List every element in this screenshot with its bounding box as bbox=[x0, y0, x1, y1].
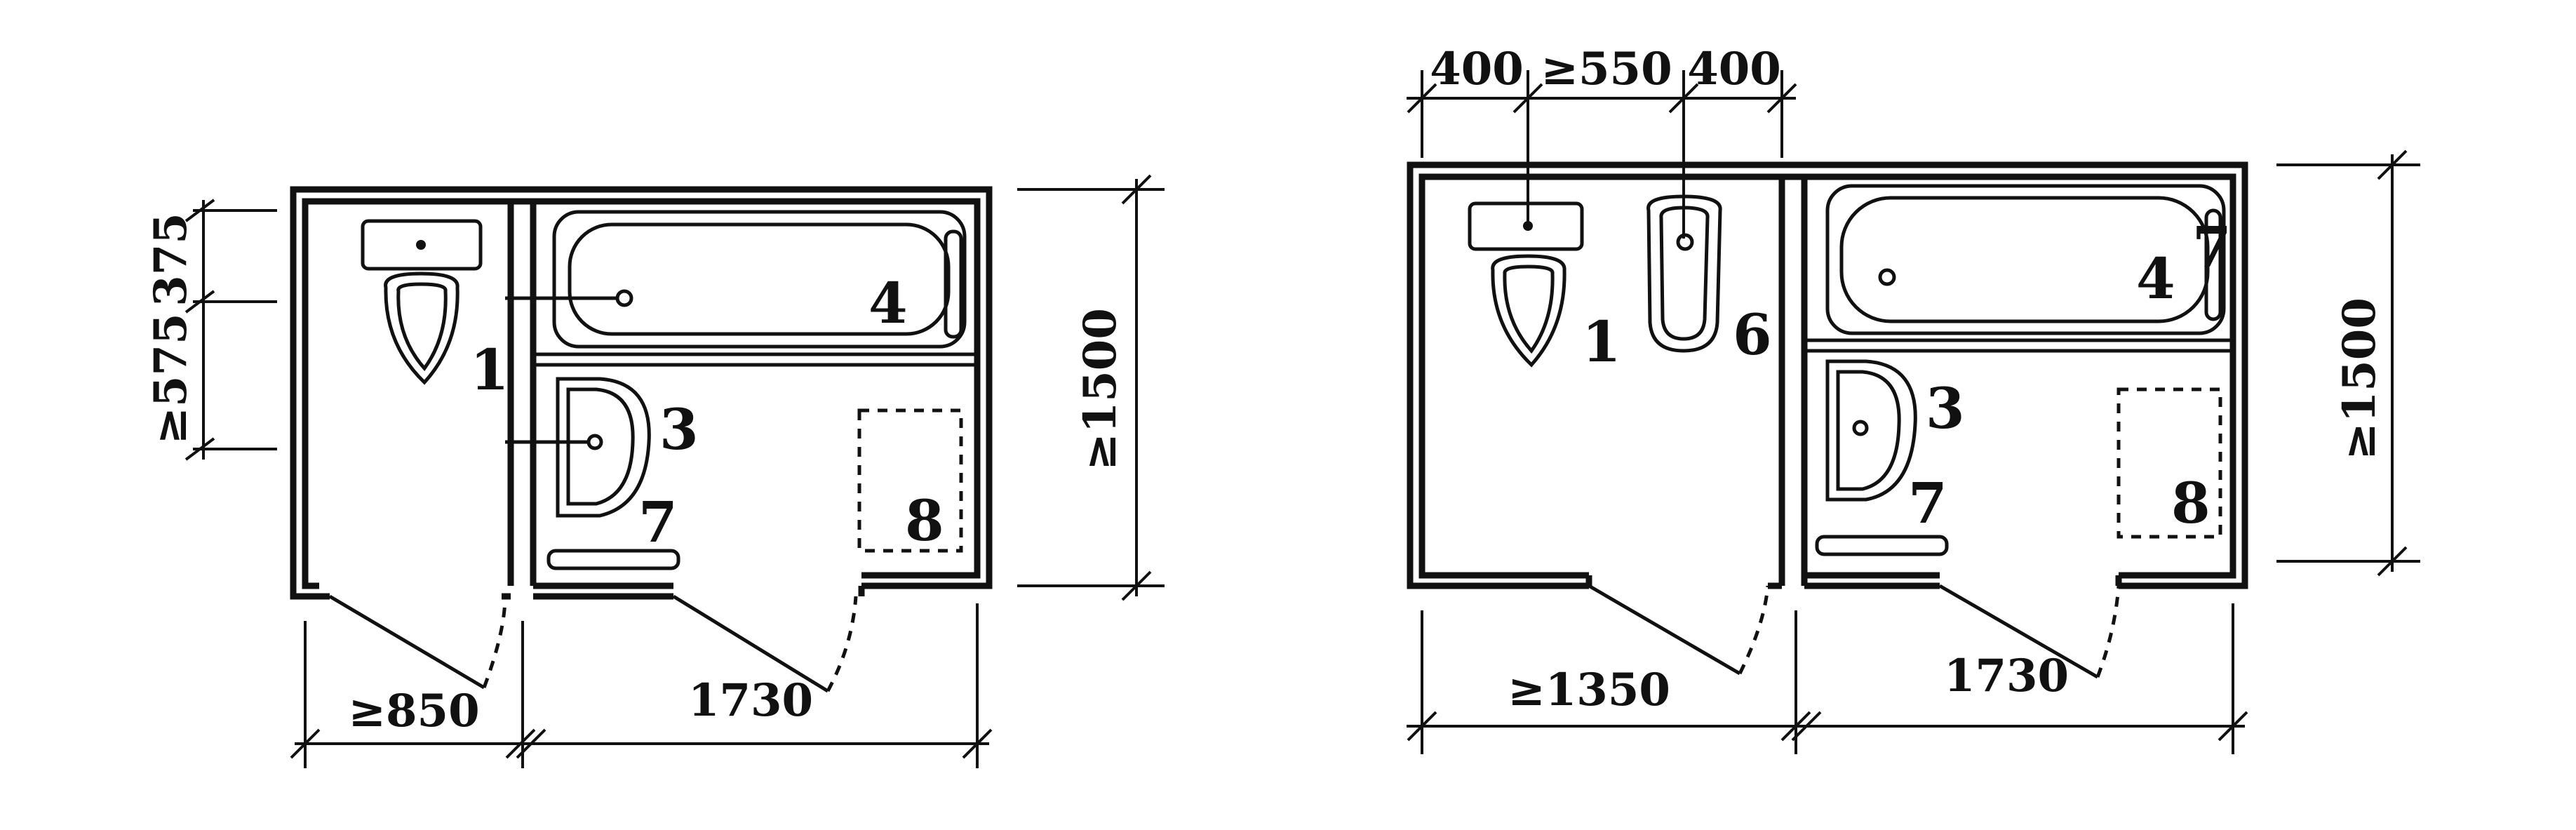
left-dim-375: 375 bbox=[145, 213, 197, 307]
left-towel-rail-icon bbox=[546, 549, 680, 570]
left-label-bathtub: 4 bbox=[868, 270, 908, 336]
right-dim-1350: ≥1350 bbox=[1508, 664, 1670, 716]
left-wc-door-arc-icon bbox=[482, 596, 507, 688]
right-dim-1500: ≥1500 bbox=[2333, 297, 2386, 460]
right-wc-door-icon bbox=[1588, 584, 1741, 676]
left-cabinet-icon bbox=[857, 408, 963, 553]
right-dim-400-b: 400 bbox=[1687, 43, 1781, 95]
left-toilet-icon bbox=[361, 219, 483, 385]
right-label-toilet: 1 bbox=[1582, 309, 1621, 375]
left-plan: 1 4 3 7 8 bbox=[145, 174, 1165, 768]
left-dim-vertical-left bbox=[185, 199, 277, 461]
right-label-bathtub: 4 bbox=[2136, 246, 2175, 312]
right-plan: 1 6 4 7 3 7 8 bbox=[1407, 43, 2420, 754]
left-label-toilet: 1 bbox=[470, 337, 509, 403]
right-washbasin-icon bbox=[1825, 359, 1917, 502]
left-label-towel-rail: 7 bbox=[638, 489, 678, 555]
right-towel-rail-icon bbox=[1815, 535, 1949, 556]
right-label-towel-rail-tub: 7 bbox=[2192, 214, 2232, 280]
right-bathtub-icon bbox=[1825, 184, 2226, 335]
left-dim-850: ≥850 bbox=[348, 685, 479, 737]
right-wc-door-arc-icon bbox=[1738, 585, 1770, 675]
left-dim-vertical-right bbox=[1017, 174, 1165, 601]
right-bath-door-arc-icon bbox=[2095, 585, 2121, 678]
left-walls bbox=[290, 186, 993, 600]
left-bathtub-icon bbox=[552, 210, 967, 349]
right-toilet-icon bbox=[1468, 201, 1584, 368]
right-label-towel-rail: 7 bbox=[1908, 470, 1947, 536]
left-dim-horizontal-bottom bbox=[290, 603, 993, 768]
right-dim-1730: 1730 bbox=[1944, 650, 2069, 702]
left-washbasin-icon bbox=[556, 377, 651, 518]
left-bath-door-icon bbox=[672, 594, 829, 693]
left-wc-door-icon bbox=[328, 594, 485, 690]
right-dim-horizontal-top bbox=[1407, 70, 1797, 239]
right-label-cabinet: 8 bbox=[2171, 470, 2211, 536]
right-dim-550: ≥550 bbox=[1541, 43, 1672, 95]
right-dim-horizontal-bottom bbox=[1407, 603, 2248, 754]
right-label-washbasin: 3 bbox=[1926, 375, 1965, 441]
left-label-washbasin: 3 bbox=[659, 396, 699, 462]
right-bath-door-icon bbox=[1938, 584, 2099, 679]
right-dim-400-a: 400 bbox=[1430, 43, 1524, 95]
left-dim-575: ≥575 bbox=[145, 313, 197, 444]
left-dim-1500: ≥1500 bbox=[1074, 308, 1127, 471]
right-walls bbox=[1407, 161, 2248, 589]
right-dim-vertical-right bbox=[2276, 149, 2420, 577]
left-label-cabinet: 8 bbox=[905, 488, 944, 554]
left-bath-door-arc-icon bbox=[826, 596, 858, 692]
right-label-bidet: 6 bbox=[1733, 302, 1772, 368]
left-dim-1730: 1730 bbox=[688, 674, 813, 727]
right-cabinet-icon bbox=[2117, 387, 2222, 539]
